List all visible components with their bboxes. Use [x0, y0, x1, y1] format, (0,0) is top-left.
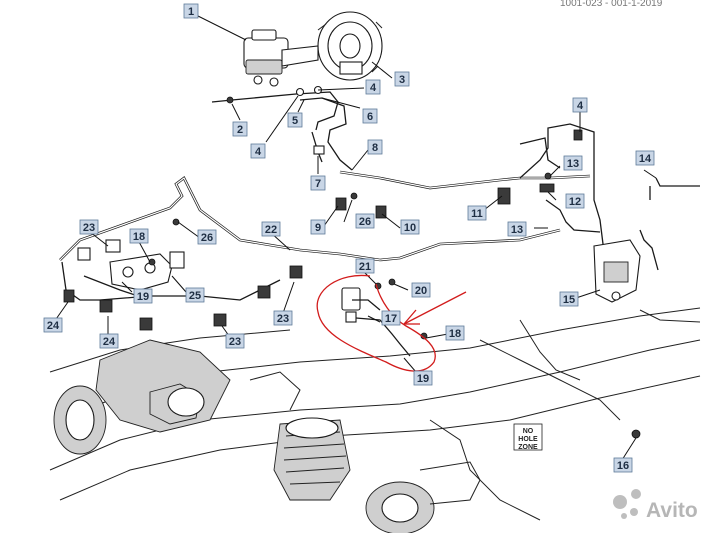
callout-17: 17 [381, 310, 401, 326]
svg-text:4: 4 [577, 100, 584, 112]
svg-text:8: 8 [372, 142, 378, 154]
svg-text:19: 19 [137, 291, 149, 303]
master-cylinder [243, 29, 319, 87]
callout-9: 9 [310, 219, 326, 235]
callout-4b: 4 [250, 143, 266, 159]
svg-text:21: 21 [359, 261, 371, 273]
callout-5: 5 [287, 112, 303, 128]
rear-brake-pipe [339, 123, 700, 271]
svg-text:25: 25 [189, 290, 201, 302]
svg-text:10: 10 [404, 222, 416, 234]
callout-6: 6 [362, 108, 378, 124]
svg-text:5: 5 [292, 115, 298, 127]
svg-text:4: 4 [370, 82, 377, 94]
leader-lines [53, 13, 657, 461]
callout-23b: 23 [225, 333, 245, 349]
svg-text:16: 16 [617, 460, 629, 472]
red-highlight-annotation [316, 274, 467, 372]
svg-text:4: 4 [255, 146, 262, 158]
callout-10: 10 [400, 219, 420, 235]
svg-text:15: 15 [563, 294, 575, 306]
clips [63, 96, 641, 439]
svg-text:24: 24 [47, 320, 60, 332]
brake-booster [317, 11, 383, 81]
svg-text:23: 23 [277, 313, 289, 325]
callout-19b: 19 [413, 370, 433, 386]
svg-text:18: 18 [449, 328, 461, 340]
svg-text:13: 13 [567, 158, 579, 170]
callout-19a: 19 [133, 288, 153, 304]
callout-26a: 26 [197, 229, 217, 245]
callout-26b: 26 [355, 213, 375, 229]
no-hole-zone-line2: HOLE [518, 436, 538, 443]
svg-text:23: 23 [83, 222, 95, 234]
svg-text:18: 18 [133, 231, 145, 243]
vehicle-frame [49, 307, 701, 533]
svg-text:26: 26 [359, 216, 371, 228]
callout-21: 21 [355, 258, 375, 274]
callout-24a: 24 [43, 317, 63, 333]
svg-text:7: 7 [315, 178, 321, 190]
callout-12: 12 [565, 193, 585, 209]
callout-23a: 23 [79, 219, 99, 235]
callout-14: 14 [635, 150, 655, 166]
svg-text:11: 11 [471, 208, 483, 220]
callout-23c: 23 [273, 310, 293, 326]
svg-text:13: 13 [511, 224, 523, 236]
callout-13b: 13 [507, 221, 527, 237]
callout-11: 11 [467, 205, 487, 221]
watermark-text: Avito [646, 499, 698, 522]
svg-text:1: 1 [188, 6, 194, 18]
callout-4c: 4 [572, 97, 588, 113]
callout-24b: 24 [99, 333, 119, 349]
rear-bracket-assembly [77, 239, 185, 291]
no-hole-zone-line1: NO [523, 428, 534, 435]
callout-20: 20 [411, 282, 431, 298]
svg-text:26: 26 [201, 232, 213, 244]
callout-1: 1 [183, 3, 199, 19]
callout-2: 2 [232, 121, 248, 137]
avito-watermark: Avito [613, 489, 698, 522]
svg-text:14: 14 [639, 153, 652, 165]
svg-text:6: 6 [367, 111, 373, 123]
no-hole-zone-label: NO HOLE ZONE [513, 423, 543, 451]
svg-text:17: 17 [385, 313, 397, 325]
proportioning-valve [341, 287, 411, 357]
svg-text:12: 12 [569, 196, 581, 208]
callout-16: 16 [613, 457, 633, 473]
callout-18a: 18 [129, 228, 149, 244]
svg-text:24: 24 [103, 336, 116, 348]
callout-25: 25 [185, 287, 205, 303]
callout-18b: 18 [445, 325, 465, 341]
svg-text:3: 3 [399, 74, 405, 86]
callout-4a: 4 [365, 79, 381, 95]
svg-text:19: 19 [417, 373, 429, 385]
callout-7: 7 [310, 175, 326, 191]
callout-15: 15 [559, 291, 579, 307]
avito-logo-icon [613, 489, 641, 519]
abs-modulator [593, 239, 641, 303]
svg-text:20: 20 [415, 285, 427, 297]
no-hole-zone-line3: ZONE [518, 444, 538, 451]
svg-text:2: 2 [237, 124, 243, 136]
svg-text:9: 9 [315, 222, 321, 234]
header-reference: 1001-023 - 001-1-2019 [560, 0, 663, 9]
callout-13a: 13 [563, 155, 583, 171]
svg-text:22: 22 [265, 224, 277, 236]
callout-22: 22 [261, 221, 281, 237]
callout-3: 3 [394, 71, 410, 87]
svg-text:23: 23 [229, 336, 241, 348]
callout-8: 8 [367, 139, 383, 155]
